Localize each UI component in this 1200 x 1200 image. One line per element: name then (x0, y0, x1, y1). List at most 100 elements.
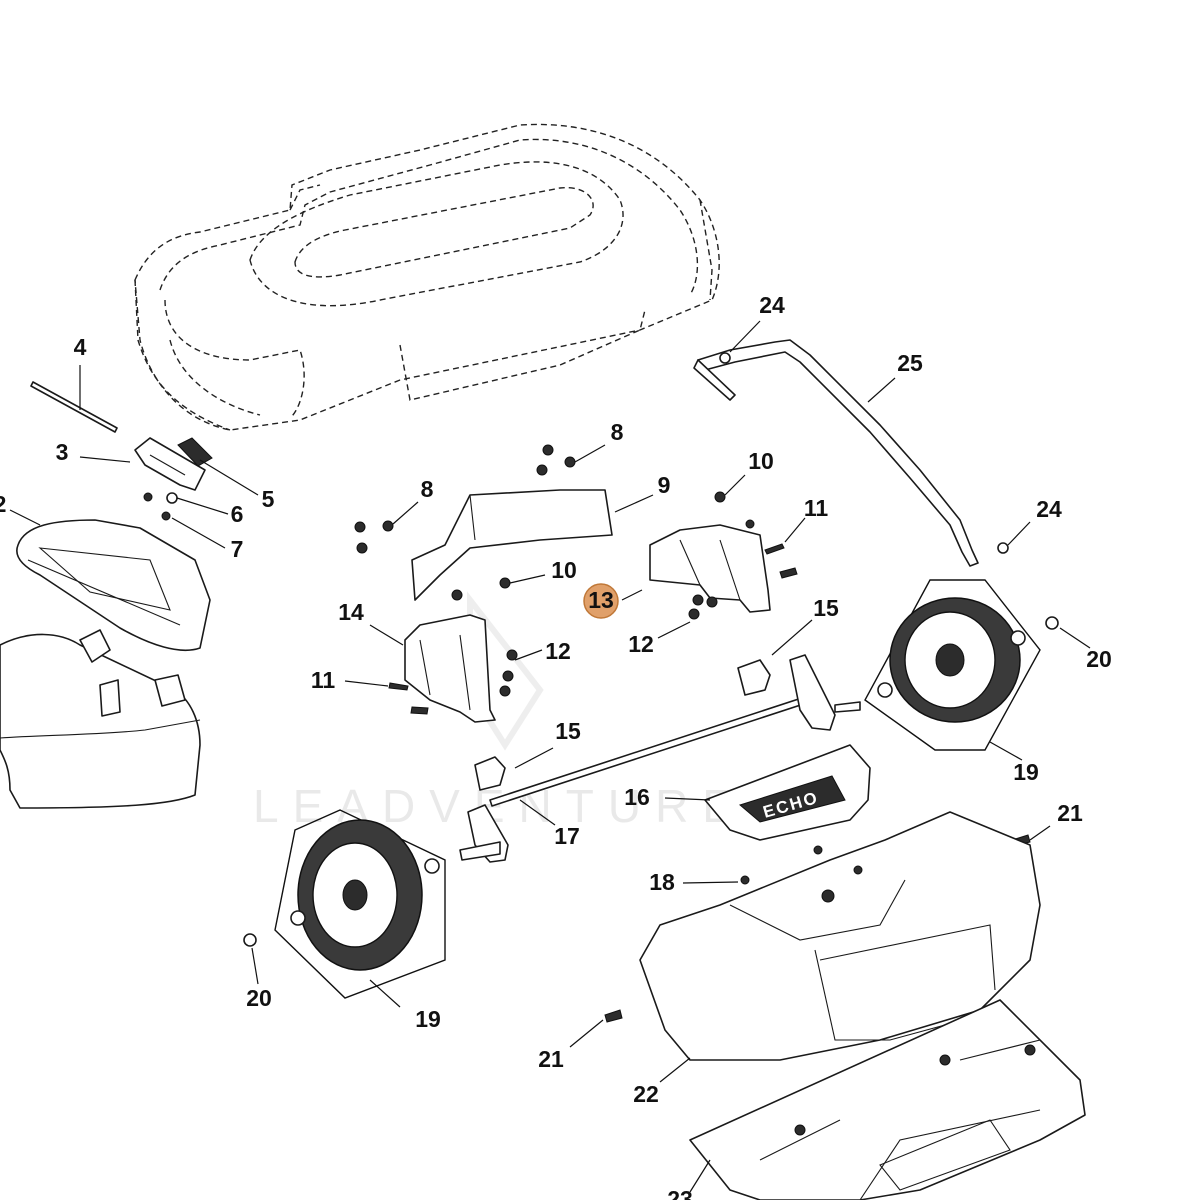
callout-label: 11 (804, 495, 829, 521)
callout-25[interactable]: 25 (897, 350, 923, 376)
part-20-nut-right[interactable] (1045, 616, 1059, 630)
callout-label: 8 (421, 476, 434, 502)
callout-16[interactable]: 16 (624, 784, 650, 810)
callout-4[interactable]: 4 (74, 334, 87, 360)
callout-label: 10 (748, 448, 774, 474)
part-11-screw-right[interactable] (764, 543, 798, 579)
part-22-rear-housing[interactable] (639, 811, 1041, 1061)
callout-label: 10 (551, 557, 577, 583)
callout-20[interactable]: 20 (246, 985, 272, 1011)
callout-12[interactable]: 12 (628, 631, 654, 657)
part-24-fastener-upper[interactable] (719, 352, 731, 364)
callout-2[interactable]: 2 (0, 491, 6, 517)
callout-23[interactable]: 23 (667, 1186, 693, 1200)
part-23-base-plate[interactable] (689, 999, 1086, 1200)
callout-label: 6 (231, 501, 244, 527)
callout-label: 12 (628, 631, 654, 657)
callout-3[interactable]: 3 (56, 439, 69, 465)
callout-21[interactable]: 21 (538, 1046, 564, 1072)
callout-8[interactable]: 8 (611, 419, 624, 445)
callout-24[interactable]: 24 (1036, 496, 1062, 522)
part-20-nut-left[interactable] (243, 933, 257, 947)
part-19-wheel-right[interactable] (864, 579, 1041, 751)
callout-label: 20 (246, 985, 272, 1011)
part-15-clip-lower[interactable] (474, 756, 506, 791)
callout-12[interactable]: 12 (545, 638, 571, 664)
part-19-wheel-left[interactable] (274, 809, 446, 999)
watermark-text: LEADVENTURE (253, 780, 747, 832)
part-3-bracket[interactable] (134, 437, 206, 491)
callout-label: 16 (624, 784, 650, 810)
callout-15[interactable]: 15 (813, 595, 839, 621)
callout-19[interactable]: 19 (415, 1006, 441, 1032)
callout-24[interactable]: 24 (759, 292, 785, 318)
callout-label: 2 (0, 491, 6, 517)
callout-21[interactable]: 21 (1057, 800, 1083, 826)
part-9-mounting-plate[interactable] (411, 489, 613, 601)
part-12-nut-right[interactable] (688, 594, 718, 620)
part-16-cover[interactable]: ECHO (704, 744, 871, 841)
part-24-fastener-lower[interactable] (997, 542, 1009, 554)
callout-9[interactable]: 9 (658, 472, 671, 498)
callout-label: 21 (538, 1046, 564, 1072)
part-10-screw-upper[interactable] (714, 491, 755, 529)
part-11-screw-left[interactable] (388, 682, 429, 715)
callout-11[interactable]: 11 (311, 667, 336, 693)
part-18-screw[interactable] (813, 845, 823, 855)
part-18-screw[interactable] (740, 875, 750, 885)
callout-8[interactable]: 8 (421, 476, 434, 502)
callout-22[interactable]: 22 (633, 1081, 659, 1107)
callout-14[interactable]: 14 (338, 599, 364, 625)
callout-label: 9 (658, 472, 671, 498)
highlight-badge (583, 583, 619, 619)
part-15-clip-upper[interactable] (737, 659, 771, 696)
callout-7[interactable]: 7 (231, 536, 244, 562)
part-7-screw[interactable] (143, 492, 171, 521)
mower-deck-housing (134, 123, 720, 431)
part-5-spring-clip[interactable] (177, 437, 213, 467)
part-8-bolt-upper[interactable] (536, 444, 576, 476)
part-12-nut-left[interactable] (499, 649, 518, 697)
part-21-screw-lower[interactable] (604, 1009, 623, 1023)
callout-label: 19 (415, 1006, 441, 1032)
callout-11[interactable]: 11 (804, 495, 829, 521)
wheel-kit-box (864, 579, 1041, 751)
callout-label: 22 (633, 1081, 659, 1107)
part-8-bolt-lower[interactable] (354, 520, 394, 554)
callout-15[interactable]: 15 (555, 718, 581, 744)
part-4-rod[interactable] (30, 381, 118, 433)
callout-label: 21 (1057, 800, 1083, 826)
callout-13[interactable]: 13 (583, 583, 619, 619)
callout-10[interactable]: 10 (551, 557, 577, 583)
callout-label: 20 (1086, 646, 1112, 672)
callout-label: 25 (897, 350, 923, 376)
part-14-height-bracket[interactable] (404, 614, 496, 723)
callout-10[interactable]: 10 (748, 448, 774, 474)
callout-label: 4 (74, 334, 87, 360)
callout-label: 12 (545, 638, 571, 664)
callout-labels: 4 3 56 7 2 8 8 9 10 10 11 11 12 12 13 14 15 15 16 17 18 19 19 2… (0, 292, 1112, 1200)
callout-label: 24 (1036, 496, 1062, 522)
part-10-screw-lower[interactable] (451, 577, 511, 601)
part-2-grip-handle[interactable] (16, 519, 211, 652)
wheel-kit-box (274, 809, 446, 999)
callout-label: 24 (759, 292, 785, 318)
part-13-height-bracket[interactable] (649, 524, 771, 613)
callout-label: 23 (667, 1186, 693, 1200)
callout-18[interactable]: 18 (649, 869, 675, 895)
callout-20[interactable]: 20 (1086, 646, 1112, 672)
callout-label: 18 (649, 869, 675, 895)
callout-6[interactable]: 6 (231, 501, 244, 527)
callout-label: 17 (554, 823, 580, 849)
callout-label: 7 (231, 536, 244, 562)
callout-label: 5 (262, 486, 275, 512)
callout-label: 13 (588, 587, 614, 613)
part-6-washer[interactable] (166, 492, 178, 504)
callout-5[interactable]: 5 (262, 486, 275, 512)
callout-19[interactable]: 19 (1013, 759, 1039, 785)
left-housing (0, 629, 201, 809)
callout-17[interactable]: 17 (554, 823, 580, 849)
part-17-axle[interactable] (459, 654, 861, 863)
